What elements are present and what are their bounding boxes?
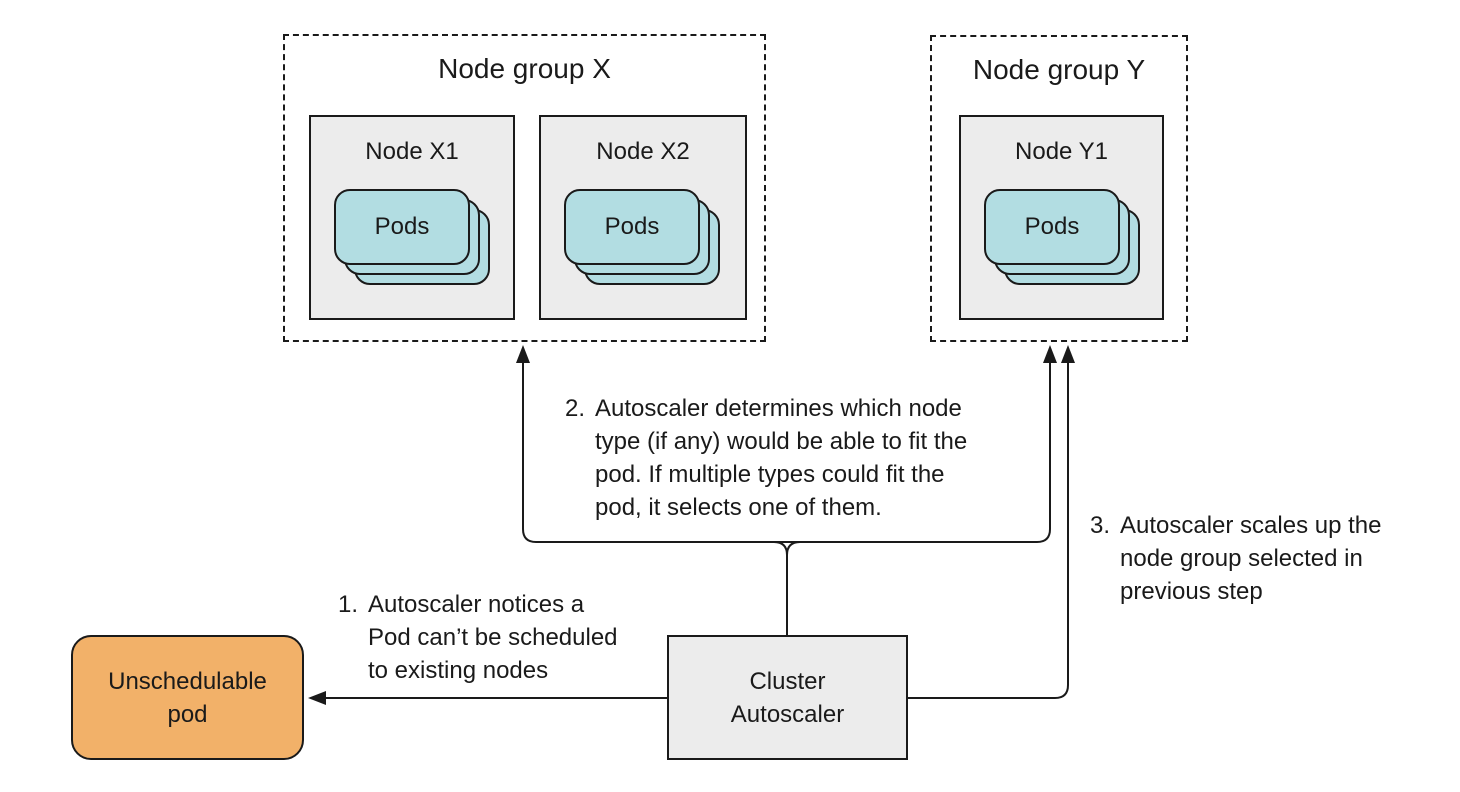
node-group-x-title: Node group X xyxy=(438,53,611,84)
annotation-step2-number: 2. xyxy=(565,395,586,422)
node-x1: Node X1 Pods xyxy=(309,115,515,320)
arrow-step3-head xyxy=(1061,345,1075,363)
annotation-step2: 2. Autoscaler determines which node type… xyxy=(565,392,1025,524)
annotation-step1-text: Autoscaler notices a Pod can’t be schedu… xyxy=(368,591,618,684)
pod-card-front: Pods xyxy=(334,189,470,265)
node-x2-title: Node X2 xyxy=(596,138,690,165)
arrow-step1-head xyxy=(308,691,326,705)
annotation-step3-number: 3. xyxy=(1090,512,1111,539)
node-x2-pods-stack: Pods xyxy=(564,189,722,287)
arrow-step2-stem xyxy=(773,541,801,636)
node-group-y-title: Node group Y xyxy=(972,54,1146,85)
annotation-step2-text: Autoscaler determines which node type (i… xyxy=(595,395,968,521)
node-y1-title: Node Y1 xyxy=(1015,138,1108,165)
node-x2: Node X2 Pods xyxy=(539,115,747,320)
node-y1: Node Y1 Pods xyxy=(959,115,1164,320)
annotation-step1: 1. Autoscaler notices a Pod can’t be sch… xyxy=(338,588,668,687)
node-y1-pods-stack: Pods xyxy=(984,189,1142,287)
pod-card-front: Pods xyxy=(564,189,700,265)
node-x1-pods-stack: Pods xyxy=(334,189,492,287)
node-group-x: Node group X Node X1 Pods Node X2 Pods xyxy=(283,34,766,342)
arrow-step2-head-y xyxy=(1043,345,1057,363)
node-x1-title: Node X1 xyxy=(365,138,459,165)
annotation-step3: 3. Autoscaler scales up the node group s… xyxy=(1090,509,1420,608)
cluster-autoscaler-box: Cluster Autoscaler xyxy=(667,635,908,760)
arrow-step2-head-x xyxy=(516,345,530,363)
annotation-step3-text: Autoscaler scales up the node group sele… xyxy=(1120,512,1382,605)
unschedulable-pod-box: Unschedulable pod xyxy=(71,635,304,760)
pod-card-front: Pods xyxy=(984,189,1120,265)
node-group-y: Node group Y Node Y1 Pods xyxy=(930,35,1188,342)
annotation-step1-number: 1. xyxy=(338,591,359,618)
